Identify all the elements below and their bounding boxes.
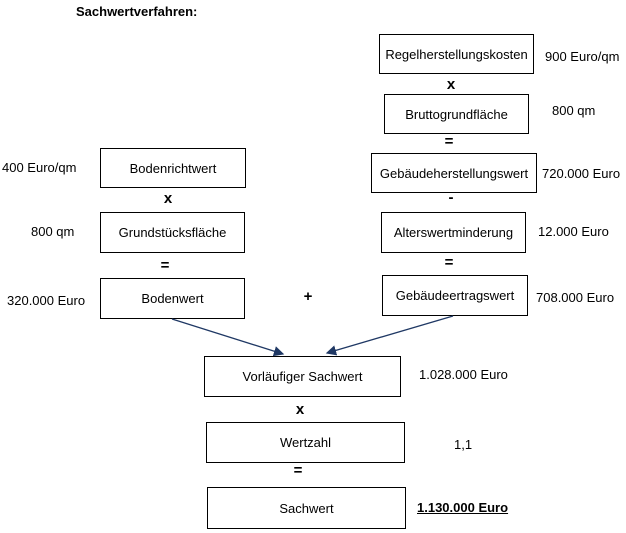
box-grundstuecksflaeche: Grundstücksfläche [100, 212, 245, 253]
operator-equals-building-1: = [444, 133, 454, 150]
arrow-gebaeudeertragswert-to-sachwert [325, 315, 454, 356]
value-regelherstellungskosten: 900 Euro/qm [545, 49, 620, 64]
operator-plus: + [303, 288, 313, 305]
value-sachwert: 1.130.000 Euro [417, 500, 509, 515]
operator-equals-building-2: = [444, 254, 454, 271]
operator-multiply-land: x [163, 190, 173, 207]
value-bruttogrundflaeche: 800 qm [552, 103, 596, 118]
operator-equals-sachwert: = [293, 462, 303, 479]
value-bodenrichtwert: 400 Euro/qm [2, 160, 77, 175]
box-bruttogrundflaeche: Bruttogrundfläche [384, 94, 529, 134]
arrow-bodenwert-to-sachwert [171, 318, 285, 357]
box-alterswertminderung: Alterswertminderung [381, 212, 526, 253]
operator-minus: - [448, 189, 454, 206]
box-bodenrichtwert: Bodenrichtwert [100, 148, 246, 188]
value-bodenwert: 320.000 Euro [7, 293, 86, 308]
value-wertzahl: 1,1 [454, 437, 473, 452]
value-vorlaeufiger-sachwert: 1.028.000 Euro [419, 367, 508, 382]
box-wertzahl: Wertzahl [206, 422, 405, 463]
operator-multiply-wertzahl: x [295, 401, 305, 418]
operator-equals-land: = [160, 257, 170, 274]
operator-multiply-building: x [446, 76, 456, 93]
box-gebaeudeherstellungswert: Gebäudeherstellungswert [371, 153, 537, 193]
value-grundstuecksflaeche: 800 qm [31, 224, 75, 239]
box-regelherstellungskosten: Regelherstellungskosten [379, 34, 534, 74]
diagram-title: Sachwertverfahren: [76, 4, 198, 19]
value-alterswertminderung: 12.000 Euro [538, 224, 609, 239]
box-gebaeudeertragswert: Gebäudeertragswert [382, 275, 528, 316]
value-gebaeudeertragswert: 708.000 Euro [536, 290, 615, 305]
value-gebaeudeherstellungswert: 720.000 Euro [542, 166, 621, 181]
box-vorlaeufiger-sachwert: Vorläufiger Sachwert [204, 356, 401, 397]
box-sachwert: Sachwert [207, 487, 406, 529]
